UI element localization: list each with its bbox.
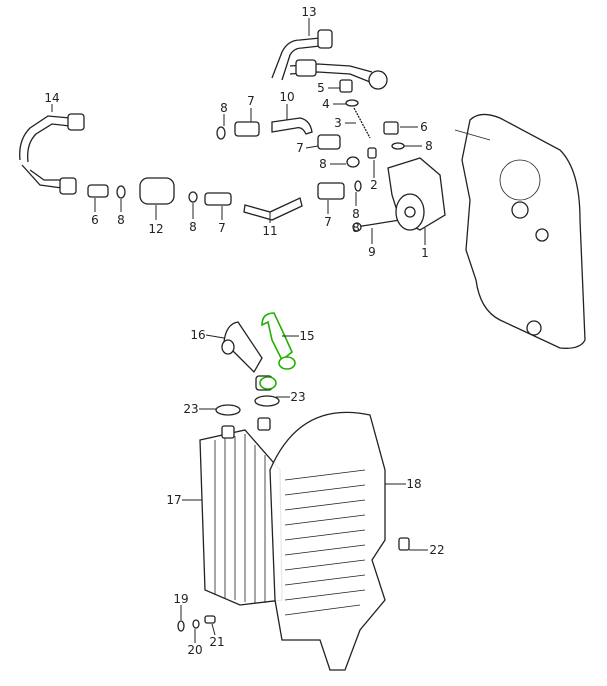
callout-6: 6 (420, 120, 428, 134)
part-14-oil-line[interactable] (19, 113, 85, 195)
part-18-cooler-shroud[interactable] (269, 411, 386, 671)
callout-12: 12 (148, 222, 163, 236)
callout-22: 22 (429, 543, 444, 557)
part-19-washer[interactable] (177, 620, 185, 632)
part-17-oil-cooler[interactable] (199, 417, 283, 606)
callout-2: 2 (370, 178, 378, 192)
callout-15: 15 (299, 329, 314, 343)
leader-lines (51, 18, 428, 643)
callout-17: 17 (166, 493, 181, 507)
part-fittings[interactable] (87, 79, 405, 232)
callout-6: 6 (91, 213, 99, 227)
callout-18: 18 (406, 477, 421, 491)
callout-11: 11 (262, 224, 277, 238)
callout-23: 23 (183, 402, 198, 416)
callout-21: 21 (209, 635, 224, 649)
callout-4: 4 (322, 97, 330, 111)
callout-5: 5 (317, 81, 325, 95)
callout-7: 7 (247, 94, 255, 108)
callout-8: 8 (352, 221, 360, 235)
part-22-bolt[interactable] (398, 537, 410, 551)
part-13-oil-line[interactable] (271, 29, 388, 90)
callout-8: 8 (189, 220, 197, 234)
callout-7: 7 (324, 215, 332, 229)
callout-19: 19 (173, 592, 188, 606)
part-23-washer[interactable] (254, 395, 280, 407)
callout-14: 14 (44, 91, 59, 105)
part-20-washer[interactable] (192, 619, 200, 629)
callout-labels: 13 14 5 4 3 6 8 10 7 8 7 8 2 8 6 8 12 8 … (44, 5, 444, 657)
callout-10: 10 (279, 90, 294, 104)
callout-3: 3 (334, 116, 342, 130)
callout-8: 8 (220, 101, 228, 115)
callout-13: 13 (301, 5, 316, 19)
callout-1: 1 (421, 246, 429, 260)
callout-8: 8 (425, 139, 433, 153)
part-1-thermostat-housing[interactable] (387, 157, 446, 231)
callout-8: 8 (117, 213, 125, 227)
callout-8: 8 (352, 207, 360, 221)
part-15-hose-highlighted[interactable] (259, 312, 296, 390)
callout-7: 7 (218, 221, 226, 235)
callout-20: 20 (187, 643, 202, 657)
callout-9: 9 (368, 245, 376, 259)
oil-tank (454, 113, 586, 349)
callout-8: 8 (319, 157, 327, 171)
callout-16: 16 (190, 328, 205, 342)
callout-7: 7 (296, 141, 304, 155)
part-23-washer[interactable] (215, 404, 241, 416)
callout-23: 23 (290, 390, 305, 404)
part-21-screw[interactable] (204, 615, 216, 624)
